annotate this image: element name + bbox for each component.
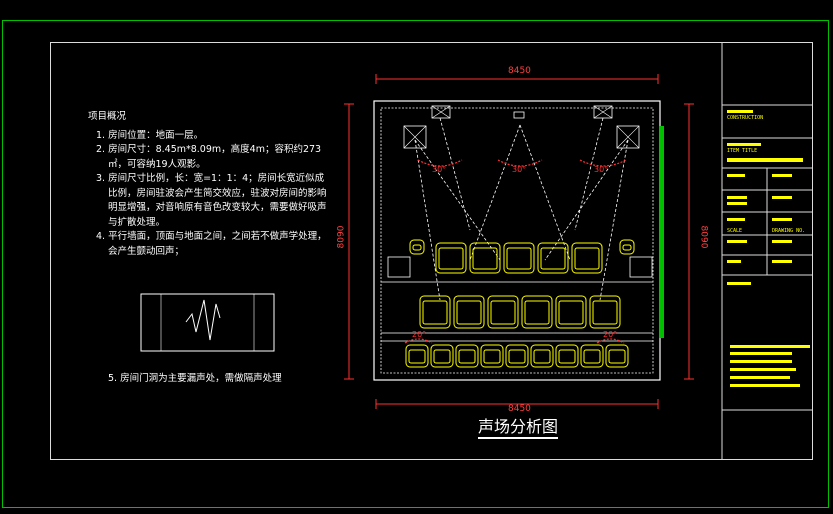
seat-row3 (605, 344, 629, 368)
seat-row3 (455, 344, 479, 368)
title-block (721, 42, 812, 460)
note-item-2: 2. 房间尺寸：8.45m*8.09m，高度4m；容积约273㎡，可容纳19人观… (96, 144, 322, 170)
dimension-top: 8450 (508, 66, 531, 76)
seat-row1 (469, 242, 501, 274)
acoustic-panel-hatch (659, 126, 664, 338)
seat-row2 (419, 295, 451, 329)
note-item-4: 4. 平行墙面，顶面与地面之间，之间若不做声学处理，会产生颤动回声； (96, 231, 327, 257)
seat-row3 (480, 344, 504, 368)
seat-row2 (555, 295, 587, 329)
drawing-sheet-border (50, 42, 813, 460)
seat-row3 (405, 344, 429, 368)
angle-label-5: 20° (603, 330, 618, 339)
seat-row2 (487, 295, 519, 329)
seat-row1 (435, 242, 467, 274)
note-item-3: 3. 房间尺寸比例，长：宽=1：1：4；房间长宽近似成比例，房间驻波会产生简交效… (96, 173, 327, 228)
title-block-yellow-fills (727, 110, 810, 387)
seat-row3 (530, 344, 554, 368)
seat-row3 (580, 344, 604, 368)
seat-row2 (589, 295, 621, 329)
outer-frame (2, 20, 829, 508)
angle-label-1: 30° (432, 165, 447, 174)
seat-end (409, 239, 425, 255)
seat-row2 (453, 295, 485, 329)
seat-row3 (430, 344, 454, 368)
angle-label-4: 20° (412, 330, 427, 339)
seat-row3 (555, 344, 579, 368)
dimension-left: 8090 (336, 225, 347, 249)
drawing-title: 声场分析图 (478, 418, 559, 439)
seat-row3 (505, 344, 529, 368)
title-block-drawing-no: DRAWING NO. (772, 228, 806, 234)
title-block-item-title: ITEM TITLE (727, 148, 758, 154)
angle-label-3: 30° (594, 165, 609, 174)
angle-label-2: 30° (512, 165, 527, 174)
dimension-right: 8090 (698, 225, 709, 249)
title-block-construction: CONSTRUCTION (727, 115, 764, 121)
seat-end (619, 239, 635, 255)
seat-row1 (571, 242, 603, 274)
seating-layout (405, 239, 635, 368)
dimension-lines (344, 74, 694, 409)
dimension-bottom: 8450 (508, 404, 531, 414)
title-block-scale: SCALE (727, 228, 743, 234)
note-item-5: 5. 房间门洞为主要漏声处，需做隔声处理 (108, 373, 282, 384)
note-item-1: 1. 房间位置：地面一层。 (96, 129, 204, 141)
project-notes: 项目概况 1. 房间位置：地面一层。 2. 房间尺寸：8.45m*8.09m，高… (88, 110, 328, 259)
sound-rays (414, 117, 629, 301)
notes-heading: 项目概况 (88, 111, 127, 122)
seat-row1 (503, 242, 535, 274)
seat-row2 (521, 295, 553, 329)
angle-arcs (404, 159, 627, 344)
seat-row1 (537, 242, 569, 274)
